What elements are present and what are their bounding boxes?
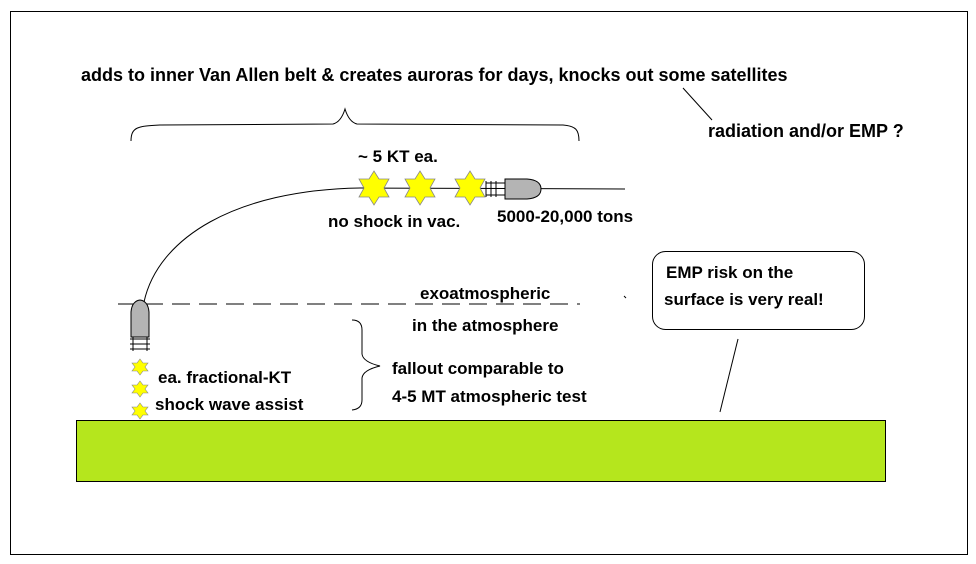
atmosphere-brace (351, 319, 381, 411)
fallout-label-1: fallout comparable to (392, 359, 564, 378)
in-atmosphere-label: in the atmosphere (412, 316, 558, 335)
burst-star-3 (454, 170, 486, 206)
mass-label: 5000-20,000 tons (497, 207, 633, 226)
exoatmospheric-label: exoatmospheric (420, 284, 550, 303)
small-burst-2 (131, 380, 149, 398)
emp-callout-line-1: EMP risk on the (666, 263, 793, 282)
spacecraft-horizontal (485, 178, 542, 200)
burst-star-2 (404, 170, 436, 206)
shock-wave-label: shock wave assist (155, 395, 304, 414)
fallout-label-2: 4-5 MT atmospheric test (392, 387, 587, 406)
atmosphere-boundary-tick (623, 295, 627, 299)
rocket-vertical (130, 299, 150, 351)
trajectory-path (143, 187, 626, 303)
no-shock-label: no shock in vac. (328, 212, 460, 231)
emp-callout-bubble (652, 251, 865, 330)
small-burst-3 (131, 402, 149, 420)
yield-each-label: ~ 5 KT ea. (358, 147, 438, 166)
radiation-emp-label: radiation and/or EMP ? (708, 121, 904, 141)
emp-callout-pointer (719, 338, 739, 413)
burst-star-1 (358, 170, 390, 206)
small-burst-1 (131, 358, 149, 376)
fractional-kt-label: ea. fractional-KT (158, 368, 292, 387)
radiation-leader-line (682, 87, 713, 121)
orbit-brace (130, 107, 580, 142)
ground-surface (76, 420, 886, 482)
emp-callout-line-2: surface is very real! (664, 290, 824, 309)
van-allen-label: adds to inner Van Allen belt & creates a… (81, 65, 788, 85)
